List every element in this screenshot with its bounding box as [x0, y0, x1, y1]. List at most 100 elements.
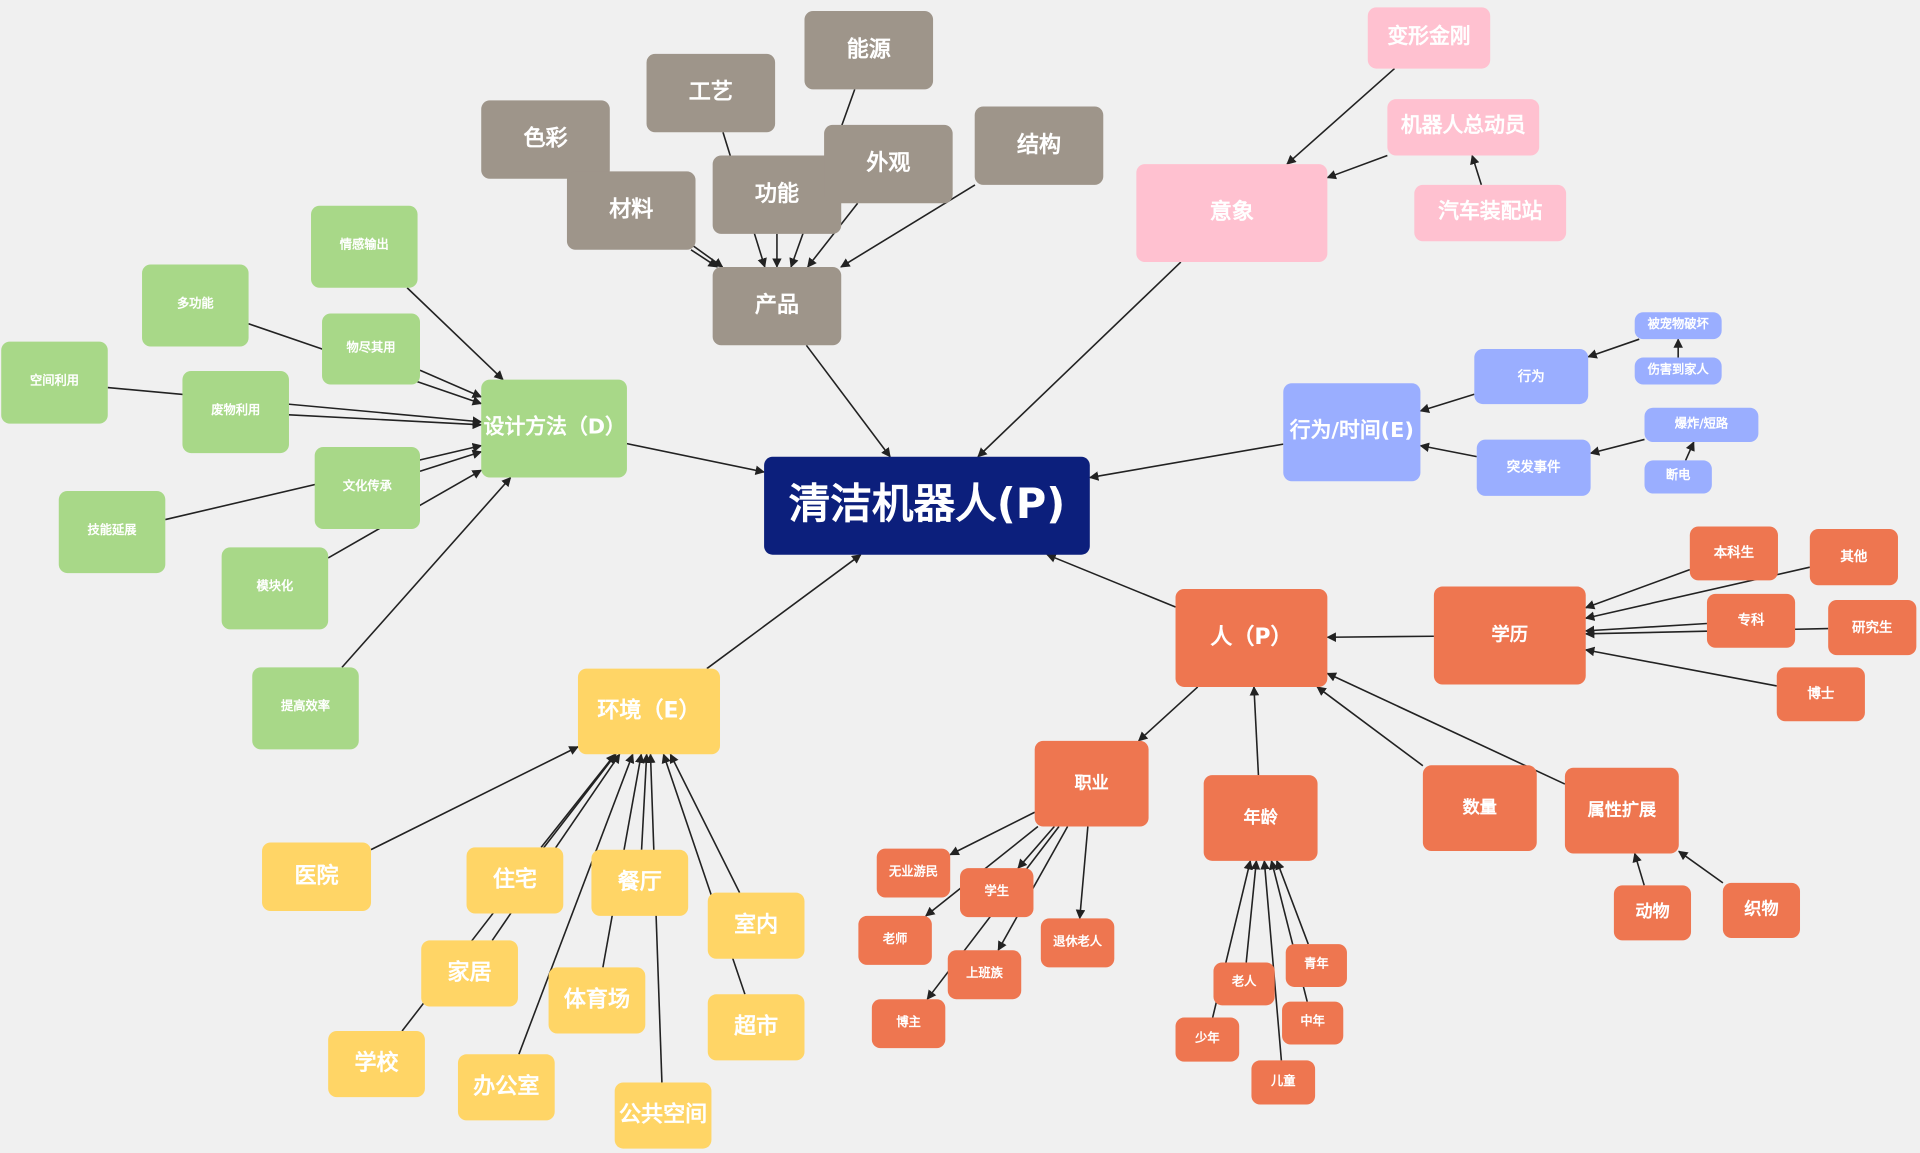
- edge-product-to-center: [805, 344, 891, 458]
- node-design[interactable]: 设计方法（D）: [481, 379, 627, 478]
- node-count[interactable]: 数量: [1422, 765, 1537, 852]
- edge-child-to-age: [1260, 859, 1283, 1061]
- edge-transformers-to-image: [1286, 67, 1396, 165]
- edge-behavior_time-to-center: [1088, 443, 1284, 481]
- node-product[interactable]: 产品: [712, 266, 842, 346]
- node-person[interactable]: 人（P）: [1175, 588, 1328, 687]
- node-emotion[interactable]: 情感输出: [311, 205, 418, 288]
- node-age[interactable]: 年龄: [1203, 775, 1318, 861]
- node-modular[interactable]: 模块化: [221, 547, 329, 630]
- node-bachelor[interactable]: 本科生: [1689, 526, 1778, 581]
- edge-fabric-to-attr: [1678, 850, 1724, 884]
- edge-elder-to-age: [1245, 859, 1261, 963]
- edge-bestuse-to-design: [419, 369, 483, 398]
- edge-job-to-jobless: [949, 811, 1036, 856]
- node-hurt_family[interactable]: 伤害到家人: [1634, 357, 1722, 385]
- edge-count-to-person: [1316, 686, 1424, 767]
- node-pet_damage[interactable]: 被宠物破坏: [1634, 312, 1722, 340]
- node-material[interactable]: 材料: [566, 171, 696, 250]
- edge-junior-to-education: [1584, 622, 1708, 636]
- edge-hospital-to-env: [370, 746, 579, 851]
- node-teacher[interactable]: 老师: [858, 915, 932, 965]
- edge-age-to-person: [1249, 685, 1260, 776]
- edge-carplant-to-walle: [1470, 154, 1483, 186]
- node-energy[interactable]: 能源: [804, 11, 934, 90]
- node-youth[interactable]: 青年: [1285, 944, 1347, 987]
- node-junior[interactable]: 专科: [1706, 593, 1796, 648]
- node-teen[interactable]: 少年: [1175, 1017, 1240, 1062]
- edge-emergency-to-behavior_time: [1419, 442, 1477, 458]
- node-appearance[interactable]: 外观: [824, 124, 953, 204]
- node-power_off[interactable]: 断电: [1644, 460, 1712, 494]
- node-other[interactable]: 其他: [1809, 528, 1898, 586]
- node-skill[interactable]: 技能延展: [58, 491, 166, 574]
- node-walle[interactable]: 机器人总动员: [1387, 99, 1540, 156]
- node-middle[interactable]: 中年: [1282, 1001, 1344, 1045]
- edge-office-to-env: [518, 753, 635, 1055]
- node-public[interactable]: 公共空间: [614, 1082, 712, 1149]
- edge-walle-to-image: [1326, 154, 1388, 180]
- node-attr[interactable]: 属性扩展: [1564, 767, 1679, 854]
- node-home[interactable]: 家居: [421, 940, 518, 1007]
- edge-public-to-env: [646, 753, 663, 1083]
- edge-restaurant-to-env: [640, 753, 651, 850]
- node-phd[interactable]: 博士: [1776, 667, 1865, 722]
- edge-waste-to-design: [288, 414, 483, 430]
- node-office[interactable]: 办公室: [457, 1054, 555, 1121]
- node-market[interactable]: 超市: [707, 994, 805, 1061]
- edge-behavior-to-behavior_time: [1419, 393, 1475, 413]
- node-multi[interactable]: 多功能: [142, 264, 249, 347]
- node-efficiency[interactable]: 提高效率: [252, 667, 359, 750]
- node-blogger[interactable]: 博主: [871, 999, 946, 1049]
- edge-indoor-to-env: [669, 753, 741, 894]
- edge-job-to-student: [1017, 826, 1055, 869]
- edge-emotion-to-design: [406, 287, 504, 381]
- node-behavior_time[interactable]: 行为/时间(E): [1283, 383, 1421, 482]
- edge-house-to-env: [540, 753, 616, 848]
- edge-bachelor-to-education: [1584, 568, 1691, 610]
- node-elder[interactable]: 老人: [1213, 962, 1275, 1006]
- node-emergency[interactable]: 突发事件: [1476, 439, 1591, 496]
- edge-image-to-center: [977, 261, 1182, 458]
- node-job[interactable]: 职业: [1034, 740, 1149, 827]
- node-animal[interactable]: 动物: [1613, 885, 1692, 941]
- edge-material-to-product: [690, 249, 718, 268]
- node-structure[interactable]: 结构: [974, 106, 1104, 185]
- node-bestuse[interactable]: 物尽其用: [322, 313, 421, 385]
- node-culture[interactable]: 文化传承: [314, 446, 421, 529]
- edge-youth-to-age: [1275, 859, 1309, 945]
- node-space[interactable]: 空间利用: [1, 341, 108, 424]
- node-color[interactable]: 色彩: [481, 100, 610, 179]
- node-hospital[interactable]: 医院: [262, 842, 372, 912]
- node-explode[interactable]: 爆炸/短路: [1644, 407, 1759, 443]
- node-waste[interactable]: 废物利用: [182, 371, 289, 454]
- node-fabric[interactable]: 织物: [1722, 882, 1801, 938]
- edge-phd-to-education: [1584, 646, 1777, 687]
- edge-pet_damage-to-behavior: [1587, 338, 1640, 359]
- edge-appearance-to-product: [807, 202, 859, 268]
- node-restaurant[interactable]: 餐厅: [591, 849, 689, 916]
- node-retired[interactable]: 退休老人: [1040, 918, 1115, 968]
- node-house[interactable]: 住宅: [466, 847, 564, 914]
- node-school[interactable]: 学校: [328, 1031, 425, 1098]
- node-child[interactable]: 儿童: [1251, 1060, 1316, 1105]
- node-behavior[interactable]: 行为: [1474, 348, 1589, 405]
- edge-culture-to-design: [419, 449, 483, 472]
- node-master[interactable]: 研究生: [1828, 600, 1917, 656]
- node-carplant[interactable]: 汽车装配站: [1414, 184, 1567, 242]
- edge-education-to-person: [1326, 632, 1434, 642]
- node-center[interactable]: 清洁机器人(P): [764, 456, 1090, 555]
- node-student[interactable]: 学生: [960, 868, 1034, 918]
- node-worker[interactable]: 上班族: [947, 950, 1022, 1000]
- node-function[interactable]: 功能: [712, 155, 842, 234]
- node-env[interactable]: 环境（E）: [577, 668, 721, 755]
- node-indoor[interactable]: 室内: [707, 892, 805, 959]
- node-education[interactable]: 学历: [1433, 586, 1586, 685]
- node-image[interactable]: 意象: [1136, 164, 1328, 263]
- node-transformers[interactable]: 变形金刚: [1367, 7, 1491, 69]
- node-craft[interactable]: 工艺: [646, 53, 776, 133]
- node-jobless[interactable]: 无业游民: [876, 848, 951, 898]
- edge-person-to-center: [1046, 553, 1176, 608]
- node-stadium[interactable]: 体育场: [548, 967, 646, 1034]
